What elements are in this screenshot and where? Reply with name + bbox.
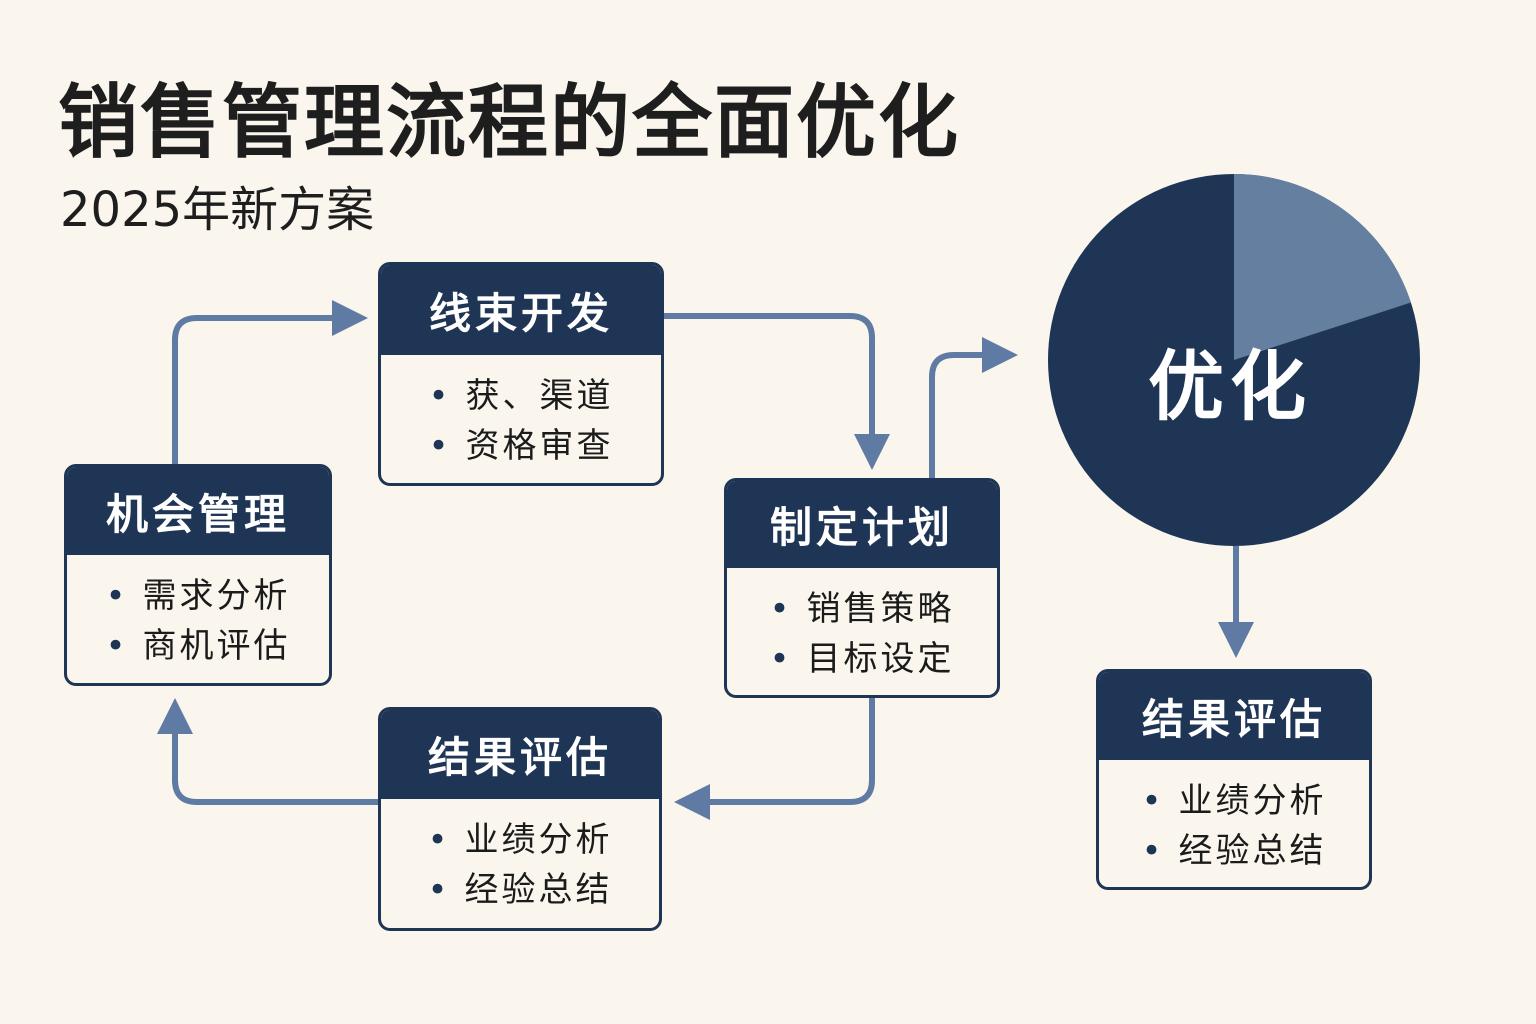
arrow-plan-to-optimize [929,337,1018,478]
step-title: 线束开发 [381,265,661,355]
step-item: 经验总结 [427,865,612,915]
page-subtitle: 2025年新方案 [60,182,375,238]
pie-label: 优化 [1148,342,1312,431]
step-item: 销售策略 [769,584,954,634]
step-box-leads: 线束开发 获、渠道资格审查 [378,262,664,486]
step-box-opportunity: 机会管理 需求分析商机评估 [64,464,332,686]
step-item: 资格审查 [428,421,613,471]
page-title: 销售管理流程的全面优化 [58,76,960,169]
step-item: 业绩分析 [1141,776,1326,826]
step-title: 机会管理 [67,467,329,555]
step-title: 结果评估 [381,710,659,799]
step-item: 经验总结 [1141,826,1326,876]
arrow-plan-to-results [674,698,875,820]
step-box-plan: 制定计划 销售策略目标设定 [724,478,1000,698]
step-item: 需求分析 [105,571,290,621]
arrow-leads-to-plan [664,313,890,470]
step-item: 业绩分析 [427,815,612,865]
step-box-results-final: 结果评估 业绩分析经验总结 [1096,669,1372,890]
step-box-results: 结果评估 业绩分析经验总结 [378,707,662,931]
step-item: 商机评估 [105,621,290,671]
step-title: 结果评估 [1099,672,1369,760]
step-item: 获、渠道 [428,371,613,421]
pie-chart-highlight-slice [1234,174,1411,360]
arrow-opportunity-to-leads [172,300,368,464]
arrow-results-to-opportunity [157,698,378,805]
step-title: 制定计划 [727,481,997,568]
step-item: 目标设定 [769,634,954,684]
